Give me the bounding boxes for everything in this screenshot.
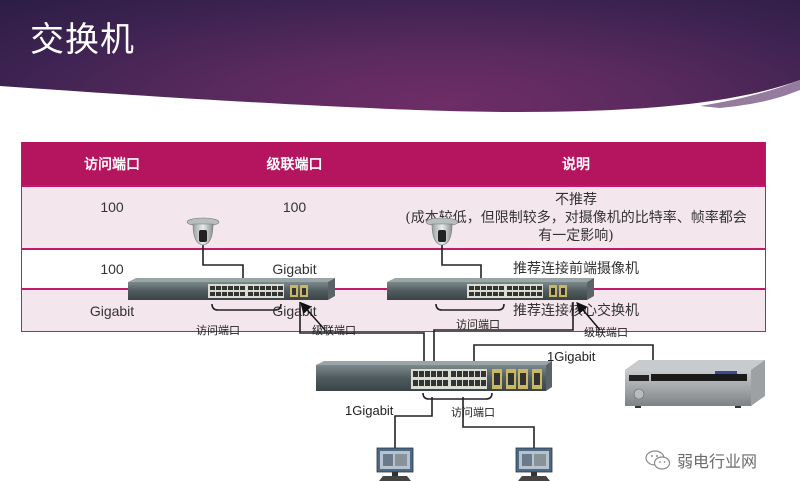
banner-curve xyxy=(0,80,800,130)
table-header-row: 访问端口 级联端口 说明 xyxy=(22,142,765,185)
core-switch-icon xyxy=(316,361,552,391)
label-core-access-port: 访问端口 xyxy=(451,406,495,419)
label-right-access-port: 访问端口 xyxy=(456,318,500,331)
header-access-port: 访问端口 xyxy=(84,156,140,173)
cable-left-cascade xyxy=(299,302,425,363)
slide-title: 交换机 xyxy=(30,20,135,60)
cell-access: 100 xyxy=(100,261,124,277)
wechat-icon xyxy=(645,450,671,470)
label-left-access-port: 访问端口 xyxy=(196,324,240,337)
camera-icon xyxy=(425,217,459,246)
access-switch-icon xyxy=(387,278,594,300)
recorder-icon xyxy=(625,360,765,408)
camera-icon xyxy=(186,217,220,246)
cables xyxy=(202,243,654,450)
cell-description: 不推荐 (成本较低，但限制较多，对摄像机的比特率、帧率都会 有一定影响) xyxy=(387,187,765,248)
cell-description: 推荐连接核心交换机 xyxy=(387,290,765,331)
access-switch-icon xyxy=(128,278,335,300)
label-core-downlink: 1Gigabit xyxy=(345,403,394,418)
desc-line: 有一定影响) xyxy=(538,227,614,244)
label-left-cascade-port: 级联端口 xyxy=(312,324,356,337)
watermark-text: 弱电行业网 xyxy=(677,452,758,471)
header-cascade-port: 级联端口 xyxy=(266,156,323,173)
bracket-right-access xyxy=(435,303,505,311)
desc-line: 推荐连接前端摄像机 xyxy=(513,261,639,277)
cable-client-right xyxy=(462,397,535,450)
cable-camera-right xyxy=(441,243,482,282)
client-pc-icon xyxy=(515,447,553,481)
cable-client-left xyxy=(394,397,433,450)
cable-camera-left xyxy=(202,243,244,282)
desc-line: 不推荐 xyxy=(555,191,597,208)
table-row: 100 100 不推荐 (成本较低，但限制较多，对摄像机的比特率、帧率都会 有一… xyxy=(22,185,765,248)
cell-access: 100 xyxy=(100,198,124,215)
client-pc-icon xyxy=(376,447,414,481)
cable-nvr xyxy=(473,344,654,363)
desc-line: (成本较低，但限制较多，对摄像机的比特率、帧率都会 xyxy=(405,209,747,226)
header-description: 说明 xyxy=(562,156,590,173)
cell-description: 推荐连接前端摄像机 xyxy=(387,250,765,288)
label-core-uplink: 1Gigabit xyxy=(547,349,596,364)
desc-line: 推荐连接核心交换机 xyxy=(513,302,639,319)
cell-cascade: 100 xyxy=(282,198,307,215)
cell-access: Gigabit xyxy=(89,302,135,319)
cascade-arrow-right xyxy=(576,301,601,331)
bracket-core-access xyxy=(422,392,493,400)
label-right-cascade-port: 级联端口 xyxy=(584,326,628,339)
cascade-arrow-left xyxy=(300,301,326,331)
watermark: 弱电行业网 xyxy=(645,448,757,472)
cell-cascade: Gigabit xyxy=(272,261,317,277)
bracket-left-access xyxy=(211,303,282,311)
cable-right-access xyxy=(433,302,574,363)
